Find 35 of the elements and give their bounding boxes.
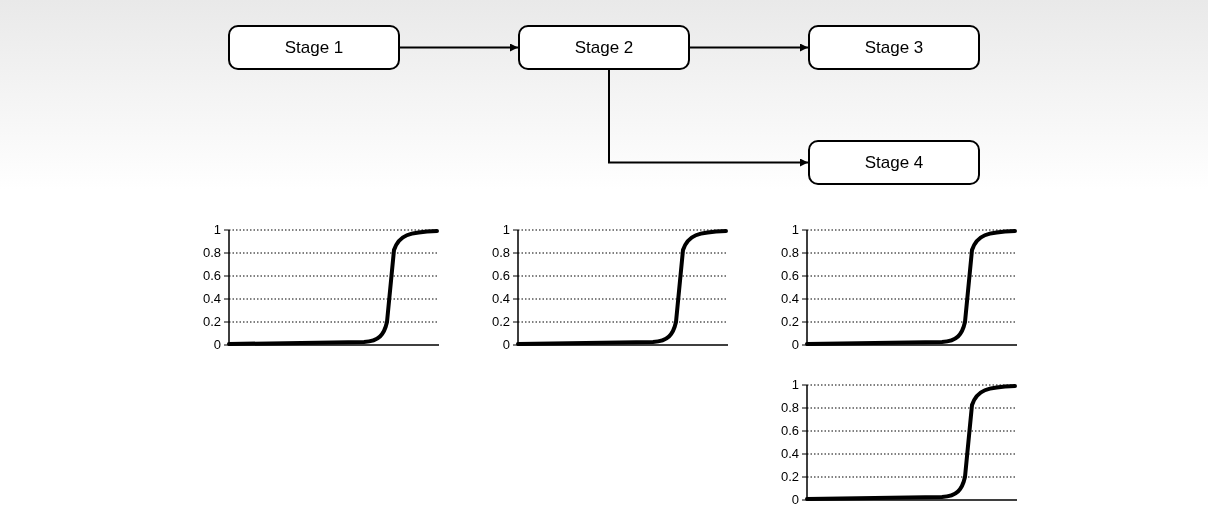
axis-tick-label: 1 <box>501 223 510 237</box>
arrow <box>689 43 809 52</box>
axis-tick-label: 0 <box>212 338 221 352</box>
stage-label: Stage 1 <box>284 37 344 58</box>
axis-tick-label: 0.6 <box>201 269 221 283</box>
stage-label: Stage 4 <box>864 152 924 173</box>
axis-tick-label: 0.8 <box>779 401 799 415</box>
axis-tick-label: 0.2 <box>490 315 510 329</box>
axis-tick-label: 0.4 <box>201 292 221 306</box>
axis-tick-label: 1 <box>212 223 221 237</box>
stage-box <box>228 25 400 70</box>
axis-tick-label: 0.4 <box>779 447 799 461</box>
axis-tick-label: 0.2 <box>779 470 799 484</box>
axis-tick-label: 0.8 <box>779 246 799 260</box>
stage-box <box>808 140 980 185</box>
axis-tick-label: 0.8 <box>490 246 510 260</box>
axis-tick-label: 1 <box>790 378 799 392</box>
stage-box <box>808 25 980 70</box>
stage-label: Stage 2 <box>574 37 634 58</box>
axis-tick-label: 1 <box>790 223 799 237</box>
axis-tick-label: 0 <box>790 338 799 352</box>
axis-tick-label: 0.8 <box>201 246 221 260</box>
axis-tick-label: 0.6 <box>779 424 799 438</box>
axis-tick-label: 0.4 <box>779 292 799 306</box>
stage-label: Stage 3 <box>864 37 924 58</box>
axis-tick-label: 0.6 <box>779 269 799 283</box>
axis-tick-label: 0 <box>501 338 510 352</box>
stage-box <box>518 25 690 70</box>
axis-tick-label: 0.4 <box>490 292 510 306</box>
axis-tick-label: 0 <box>790 493 799 507</box>
arrow <box>399 43 519 52</box>
axis-tick-label: 0.6 <box>490 269 510 283</box>
axis-tick-label: 0.2 <box>201 315 221 329</box>
axis-tick-label: 0.2 <box>779 315 799 329</box>
arrow <box>608 69 809 167</box>
